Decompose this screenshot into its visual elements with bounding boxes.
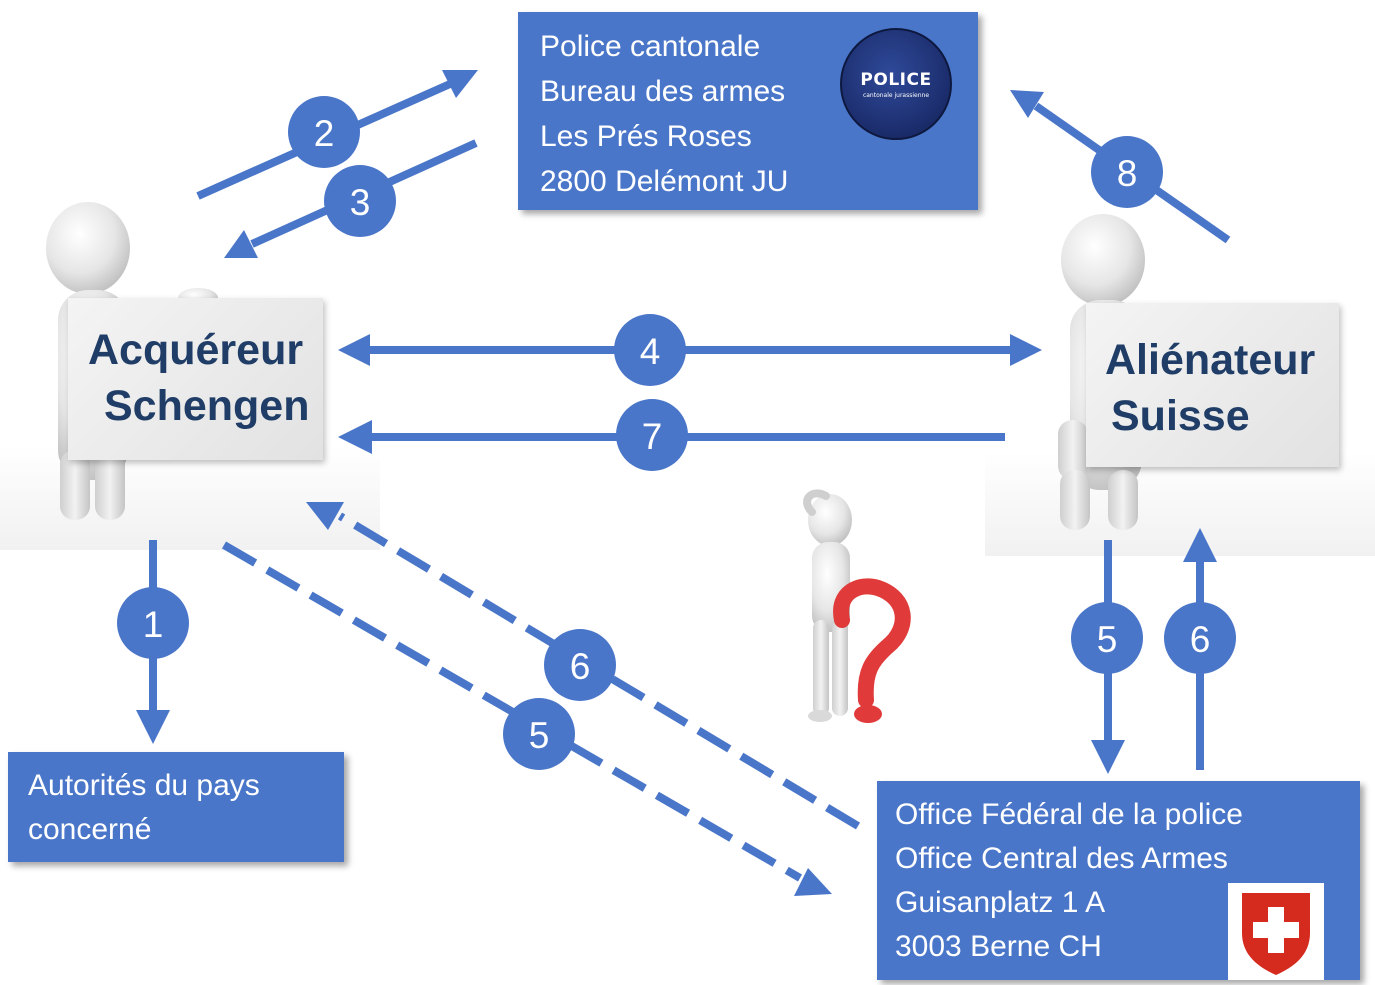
alienateur-sign — [1086, 303, 1339, 467]
step-badge-5-right: 5 — [1071, 602, 1143, 674]
police-box-line-2: Bureau des armes — [540, 75, 786, 108]
office-box-line-2: Office Central des Armes — [895, 842, 1228, 875]
step-badge-8-label: 8 — [1117, 153, 1138, 194]
police-logo-icon: POLICE cantonale jurassienne — [840, 28, 952, 140]
step-badge-5-right-label: 5 — [1097, 619, 1118, 660]
schengen-label: Schengen — [104, 382, 310, 430]
swiss-coat-of-arms-icon — [1228, 883, 1324, 980]
step-badge-1: 1 — [117, 587, 189, 659]
question-mark-icon — [833, 578, 911, 723]
autorites-box-line-1: Autorités du pays — [28, 769, 260, 802]
office-box-line-1: Office Fédéral de la police — [895, 798, 1243, 831]
arrow-step-4 — [338, 334, 1042, 366]
police-box-line-3: Les Prés Roses — [540, 120, 752, 153]
acquereur-sign — [68, 298, 323, 460]
step-badge-6-dashed: 6 — [544, 629, 616, 701]
step-badge-2: 2 — [288, 96, 360, 168]
step-badge-2-label: 2 — [314, 113, 335, 154]
step-badge-6-right: 6 — [1164, 602, 1236, 674]
step-badge-7-label: 7 — [642, 416, 663, 457]
office-box-line-3: Guisanplatz 1 A — [895, 886, 1106, 919]
autorites-box: Autorités du pays concerné — [8, 752, 344, 862]
thinking-person-icon — [803, 489, 852, 722]
step-badge-3: 3 — [324, 165, 396, 237]
step-badge-5-dashed: 5 — [503, 698, 575, 770]
alienateur-sign-text: Aliénateur Suisse — [1105, 332, 1315, 444]
acquereur-label: Acquéreur — [88, 326, 304, 374]
step-badge-4: 4 — [614, 314, 686, 386]
step-badge-6-dashed-label: 6 — [570, 646, 591, 687]
step-badge-6-right-label: 6 — [1190, 619, 1211, 660]
police-logo-subtext: cantonale jurassienne — [862, 92, 930, 99]
autorites-box-line-2: concerné — [28, 813, 152, 846]
acquereur-sign-text: Acquéreur Schengen — [88, 322, 310, 434]
step-badge-4-label: 4 — [640, 331, 661, 372]
step-badge-5-dashed-label: 5 — [529, 715, 550, 756]
office-box-line-4: 3003 Berne CH — [895, 930, 1102, 963]
police-logo-text: POLICE — [860, 70, 932, 90]
step-badge-7: 7 — [616, 399, 688, 471]
step-badge-1-label: 1 — [143, 604, 164, 645]
police-box-line-1: Police cantonale — [540, 30, 761, 63]
police-box-line-4: 2800 Delémont JU — [540, 165, 789, 198]
step-badge-3-label: 3 — [350, 182, 371, 223]
step-badge-8: 8 — [1091, 136, 1163, 208]
suisse-label: Suisse — [1111, 392, 1250, 440]
alienateur-label: Aliénateur — [1105, 336, 1316, 384]
